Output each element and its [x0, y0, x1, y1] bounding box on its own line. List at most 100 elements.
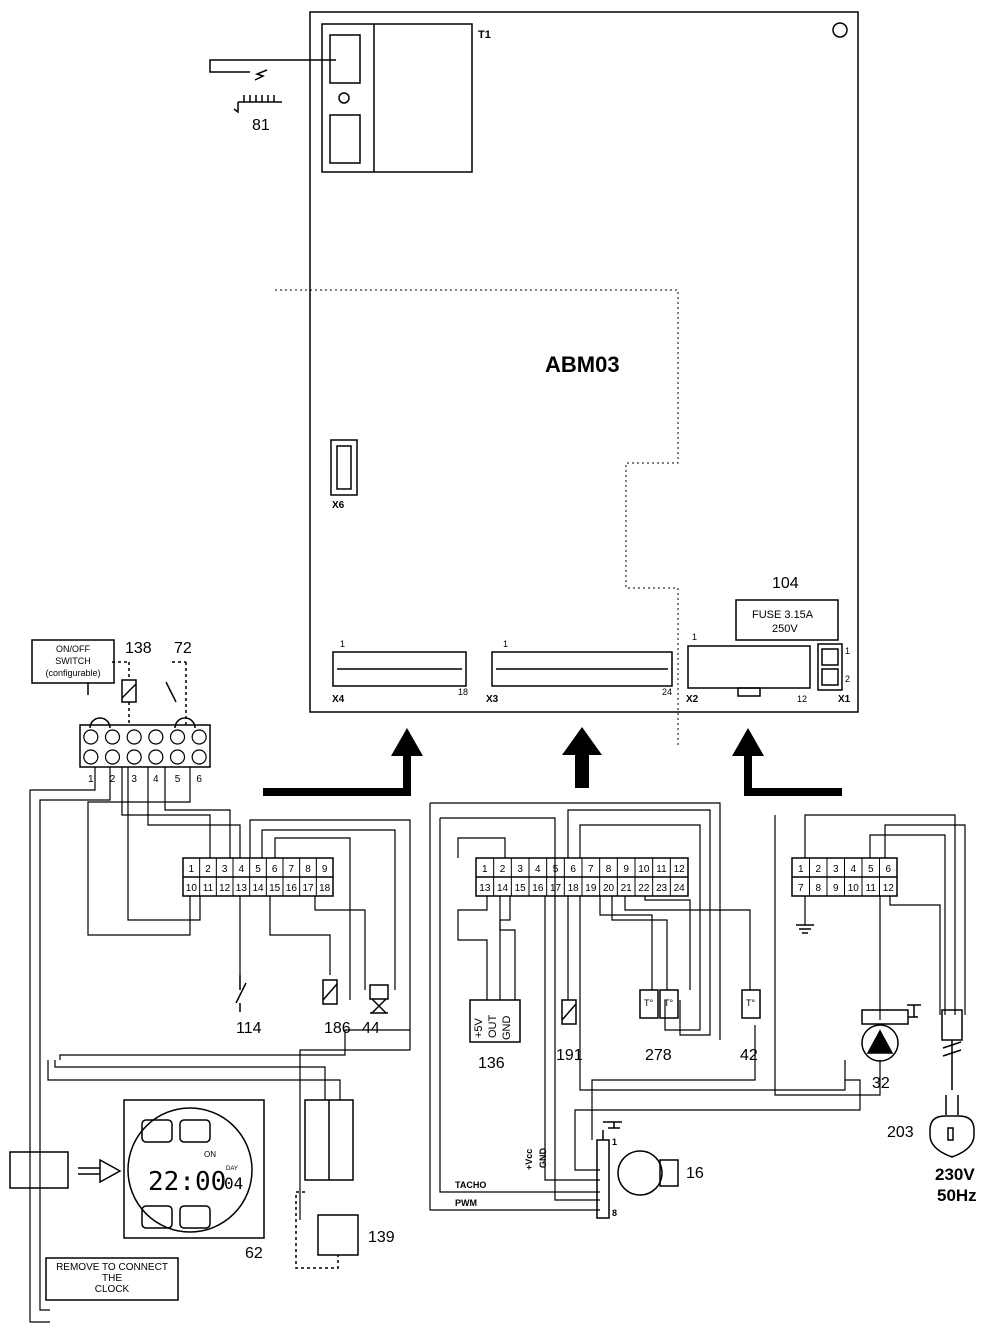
mains-plug-203-icon: [929, 1009, 975, 1158]
transformer-t1: [321, 23, 473, 173]
block-x3-terminal-bottom: 18: [568, 883, 580, 894]
label-32: 32: [872, 1075, 890, 1092]
x3-pin1: 1: [503, 639, 508, 649]
switch-72-icon: [165, 661, 187, 725]
block-x3-terminal-bottom: 14: [497, 883, 509, 894]
sensor-278-icon: [639, 989, 679, 1019]
block-x4-terminal-top: 5: [255, 864, 261, 875]
switch-box-line3: (configurable): [45, 668, 100, 678]
block-x2-terminal-bottom: 8: [815, 883, 821, 894]
x1-pin1: 1: [845, 646, 850, 656]
block-x2-terminal-bottom: 12: [883, 883, 895, 894]
connector-x6: [330, 439, 358, 496]
block-x3-terminal-top: 9: [623, 864, 629, 875]
x4-pin18: 18: [458, 687, 468, 697]
label-42: 42: [740, 1047, 758, 1064]
connector-x1: [817, 643, 843, 691]
block-x3-terminal-top: 6: [570, 864, 576, 875]
x3-pin24: 24: [662, 687, 672, 697]
block-x3-terminal-bottom: 15: [515, 883, 527, 894]
block-x2-terminal-top: 5: [868, 864, 874, 875]
terminal-strip-left: [79, 724, 211, 768]
block-x3-terminal-top: 12: [674, 864, 686, 875]
block-x4-terminal-bottom: 14: [252, 883, 264, 894]
label-138: 138: [125, 640, 152, 657]
block-x4-terminal-top: 3: [222, 864, 228, 875]
arrow-to-x2: [732, 728, 850, 808]
label-x3: X3: [486, 694, 499, 705]
arrow-to-x4: [255, 728, 423, 808]
ignition-electrode-icon: [209, 59, 336, 114]
block-x2-terminal-top: 3: [833, 864, 839, 875]
label-x2: X2: [686, 694, 699, 705]
x2-pin1: 1: [692, 632, 697, 642]
block-x2-terminal-bottom: 11: [866, 883, 877, 894]
sensor-278b-mark: T°: [664, 998, 673, 1008]
label-x4: X4: [332, 694, 345, 705]
fan-vcc: +Vcc: [524, 1149, 534, 1170]
label-16: 16: [686, 1165, 704, 1182]
remove-note-box: [45, 1257, 179, 1301]
connector-x4: [332, 651, 467, 687]
strip-terminal-label: 2: [110, 774, 116, 785]
strip-screw-icon: [191, 729, 207, 745]
block-x3-terminal-bottom: 17: [550, 883, 562, 894]
pump-32-icon: [861, 1004, 921, 1062]
x4-pin1: 1: [340, 639, 345, 649]
module-136-v5: +5V: [473, 1017, 485, 1038]
clock-time: 22:00: [148, 1167, 226, 1197]
strip-screw-icon: [126, 729, 142, 745]
x1-pin2: 2: [845, 674, 850, 684]
sensor-191-icon: [561, 999, 577, 1025]
strip-screw-icon: [104, 749, 121, 765]
label-t1: T1: [478, 29, 491, 41]
supply-frequency: 50Hz: [937, 1186, 977, 1205]
connector-x2: [687, 645, 811, 697]
label-72: 72: [174, 640, 192, 657]
block-x4-terminal-top: 2: [205, 864, 211, 875]
strip-screw-icon: [148, 729, 164, 745]
strip-terminal-label: 6: [196, 774, 202, 785]
board-name: ABM03: [545, 352, 620, 377]
supply-voltage: 230V: [935, 1165, 975, 1184]
wires-right: [774, 814, 966, 1096]
board-outline: [309, 11, 859, 713]
sensor-138-icon: [112, 661, 137, 725]
arrow-to-x3: [562, 727, 602, 788]
gas-valve-44-icon: [369, 984, 389, 1014]
clock-on-label: ON: [204, 1150, 216, 1159]
label-139: 139: [368, 1229, 395, 1246]
fan-pwm: PWM: [455, 1198, 477, 1208]
sensor-278a-mark: T°: [644, 998, 653, 1008]
block-x3-terminal-top: 5: [553, 864, 559, 875]
remove-note-line3: CLOCK: [95, 1284, 130, 1295]
block-x4-terminal-bottom: 16: [286, 883, 298, 894]
block-x4-terminal-top: 4: [239, 864, 245, 875]
label-44: 44: [362, 1020, 380, 1037]
block-x4-terminal-top: 7: [289, 864, 295, 875]
strip-screw-icon: [104, 729, 121, 745]
block-x3-terminal-bottom: 19: [585, 883, 597, 894]
block-x3-terminal-top: 8: [606, 864, 612, 875]
block-x2-terminal-top: 1: [798, 864, 804, 875]
strip-screw-icon: [83, 749, 99, 765]
label-191: 191: [556, 1047, 583, 1064]
module-136: [469, 999, 521, 1043]
block-x4-terminal-top: 8: [305, 864, 311, 875]
remove-note-line1: REMOVE TO CONNECT: [56, 1262, 168, 1273]
block-x4-terminal-bottom: 17: [302, 883, 314, 894]
block-x4-terminal-top: 9: [322, 864, 328, 875]
block-x4-terminal-top: 1: [189, 864, 195, 875]
label-136: 136: [478, 1055, 505, 1072]
block-x3-terminal-bottom: 22: [638, 883, 650, 894]
block-x4-terminal-bottom: 10: [186, 883, 198, 894]
earth-icon: [796, 924, 814, 934]
strip-screw-icon: [191, 749, 207, 765]
label-104: 104: [772, 575, 799, 592]
block-x3-terminal-top: 11: [656, 864, 667, 875]
block-x2-terminal-top: 6: [885, 864, 891, 875]
strip-screw-icon: [126, 749, 142, 765]
fan-tacho: TACHO: [455, 1180, 486, 1190]
block-x3-terminal-top: 1: [482, 864, 488, 875]
clock-day: 04: [224, 1174, 243, 1193]
